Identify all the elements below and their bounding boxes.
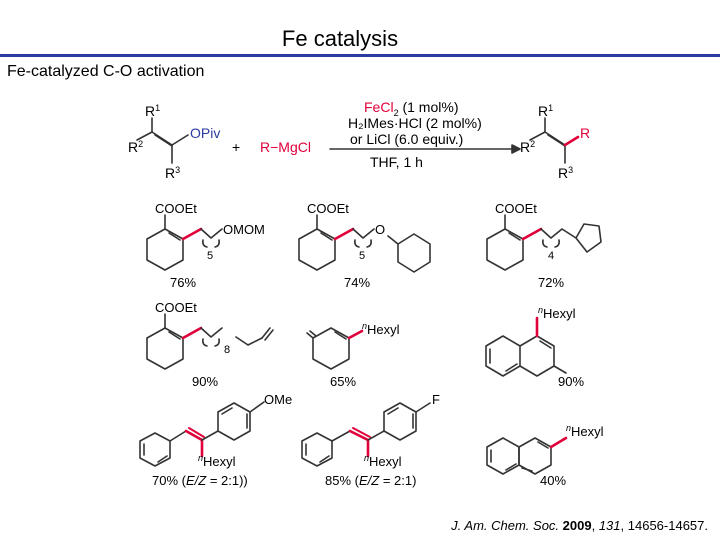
citation: J. Am. Chem. Soc. 2009, 131, 14656-14657… [451,518,708,533]
title-rule [0,54,720,57]
entry-6-hexyl: nHexyl [538,305,576,321]
entry-5-yield: 65% [330,374,356,389]
substrate-r3-label: R3 [165,165,180,181]
entry-7-hexyl: nHexyl [198,453,236,469]
substrate-r1-label: R1 [145,103,160,119]
entry-4-yield: 90% [192,374,218,389]
compound-9-structure [486,436,568,475]
citation-year: 2009 [562,518,592,533]
entry-2-n: 5 [359,250,365,262]
entry-4-n: 8 [224,344,230,356]
compound-6-structure [485,316,567,377]
entry-3-ester: COOEt [495,201,537,216]
plus-sign: + [232,139,240,155]
entry-2-yield: 74% [344,275,370,290]
compound-7-structure [139,401,265,467]
entry-1-ester: COOEt [155,201,197,216]
compound-4-structure [146,313,274,370]
entry-3-yield: 72% [538,275,564,290]
entry-7-yield: 70% (E/Z = 2:1)) [152,473,248,488]
product-r3-label: R3 [558,165,573,181]
compound-2-structure [298,214,431,273]
citation-journal: J. Am. Chem. Soc. [451,518,560,533]
citation-pages: , 14656-14657. [620,518,708,533]
reaction-arrow [329,144,521,154]
conditions-line-2: H₂IMes·HCl (2 mol%) [348,115,482,131]
conditions-line-4: THF, 1 h [370,154,423,170]
citation-volume: 131 [598,518,621,533]
substrate-structure [136,117,189,164]
entry-3-n: 4 [548,250,554,262]
compound-1-structure [146,214,223,271]
entry-5-hexyl: nHexyl [362,321,400,337]
entry-4-ester: COOEt [155,300,197,315]
entry-6-yield: 90% [558,374,584,389]
substrate-r2-label: R2 [128,139,143,155]
entry-9-yield: 40% [540,473,566,488]
entry-7-substituent: OMe [264,392,292,407]
conditions-line-1: FeCl2 (1 mol%) [364,99,458,118]
slide-title: Fe catalysis [281,26,399,51]
entry-1-yield: 76% [170,275,196,290]
grignard-label: R−MgCl [260,139,311,155]
entry-1-n: 5 [207,250,213,262]
entry-1-tail: OMOM [223,222,265,237]
product-r2-label: R2 [520,139,535,155]
conditions-line-3: or LiCl (6.0 equiv.) [350,131,463,147]
entry-8-hexyl: nHexyl [364,453,402,469]
compound-5-structure [306,327,364,370]
leaving-group-label: OPiv [190,125,220,141]
entry-2-oxygen: O [375,222,385,237]
entry-8-yield: 85% (E/Z = 2:1) [325,473,416,488]
slide-subtitle: Fe-catalyzed C-O activation [7,63,205,80]
product-r-label: R [580,125,590,141]
compound-3-structure [486,214,602,271]
entry-2-ester: COOEt [307,201,349,216]
compound-8-structure [301,402,431,467]
product-r1-label: R1 [538,103,553,119]
entry-8-substituent: F [432,392,440,407]
product-structure [529,117,580,164]
entry-9-hexyl: nHexyl [566,423,604,439]
